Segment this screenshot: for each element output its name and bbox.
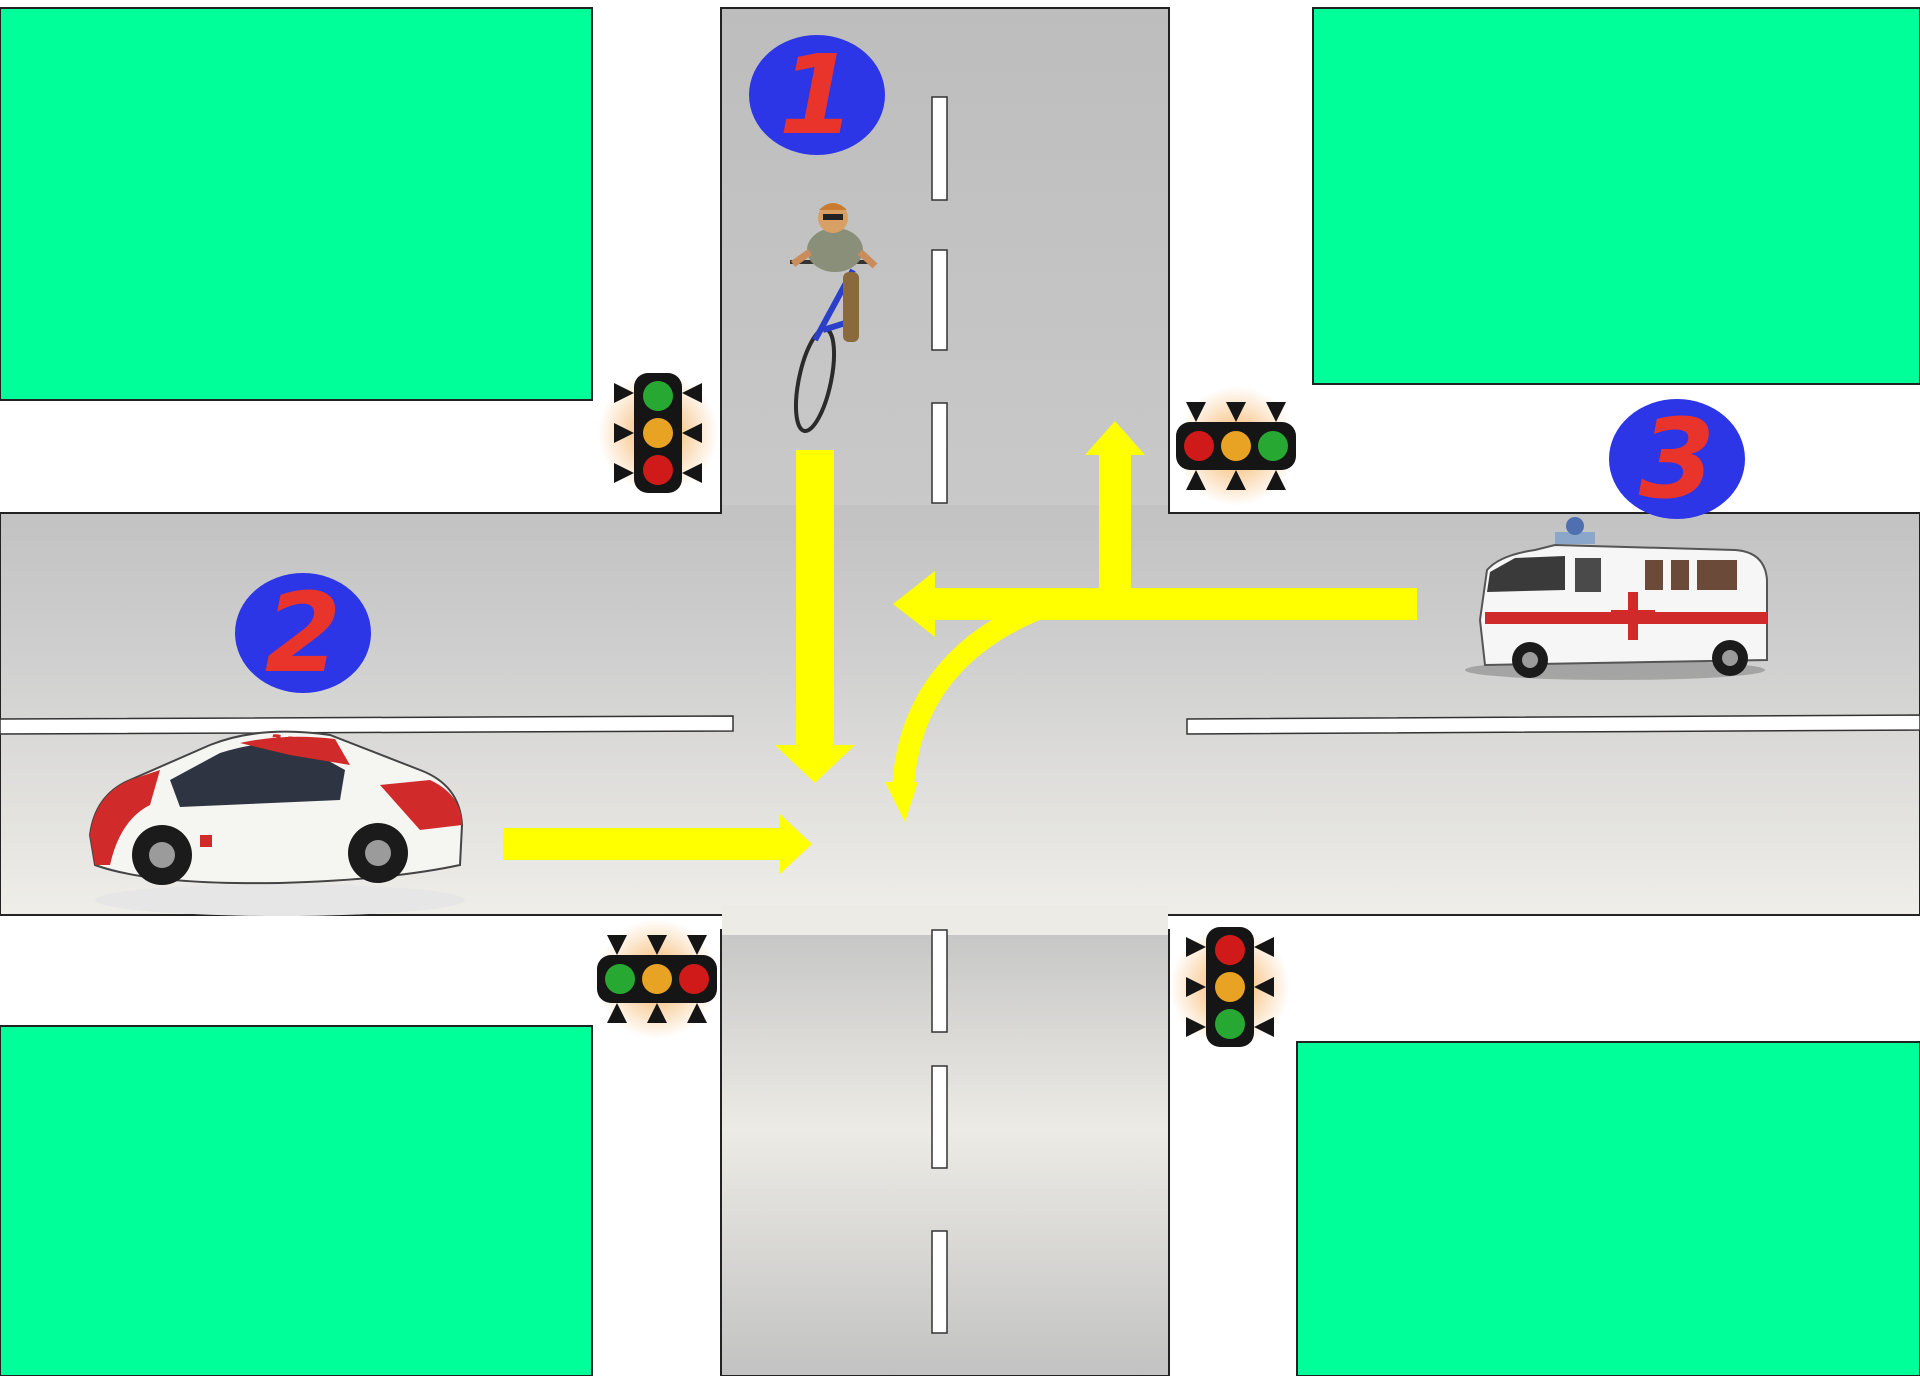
badge-3: 3 — [1609, 395, 1745, 523]
svg-text:1: 1 — [779, 31, 856, 159]
green-block-top-left — [0, 8, 592, 400]
traffic-light-north-east — [1176, 386, 1296, 506]
green-block-bottom-left — [0, 1026, 592, 1376]
green-block-top-right — [1313, 8, 1920, 384]
traffic-light-south-west — [597, 919, 717, 1039]
traffic-light-north-west — [598, 373, 718, 493]
green-block-bottom-right — [1297, 1042, 1920, 1376]
svg-text:2: 2 — [265, 569, 342, 697]
traffic-light-south-east — [1170, 927, 1290, 1047]
svg-text:3: 3 — [1639, 395, 1716, 523]
car-number: 13 — [267, 730, 302, 760]
